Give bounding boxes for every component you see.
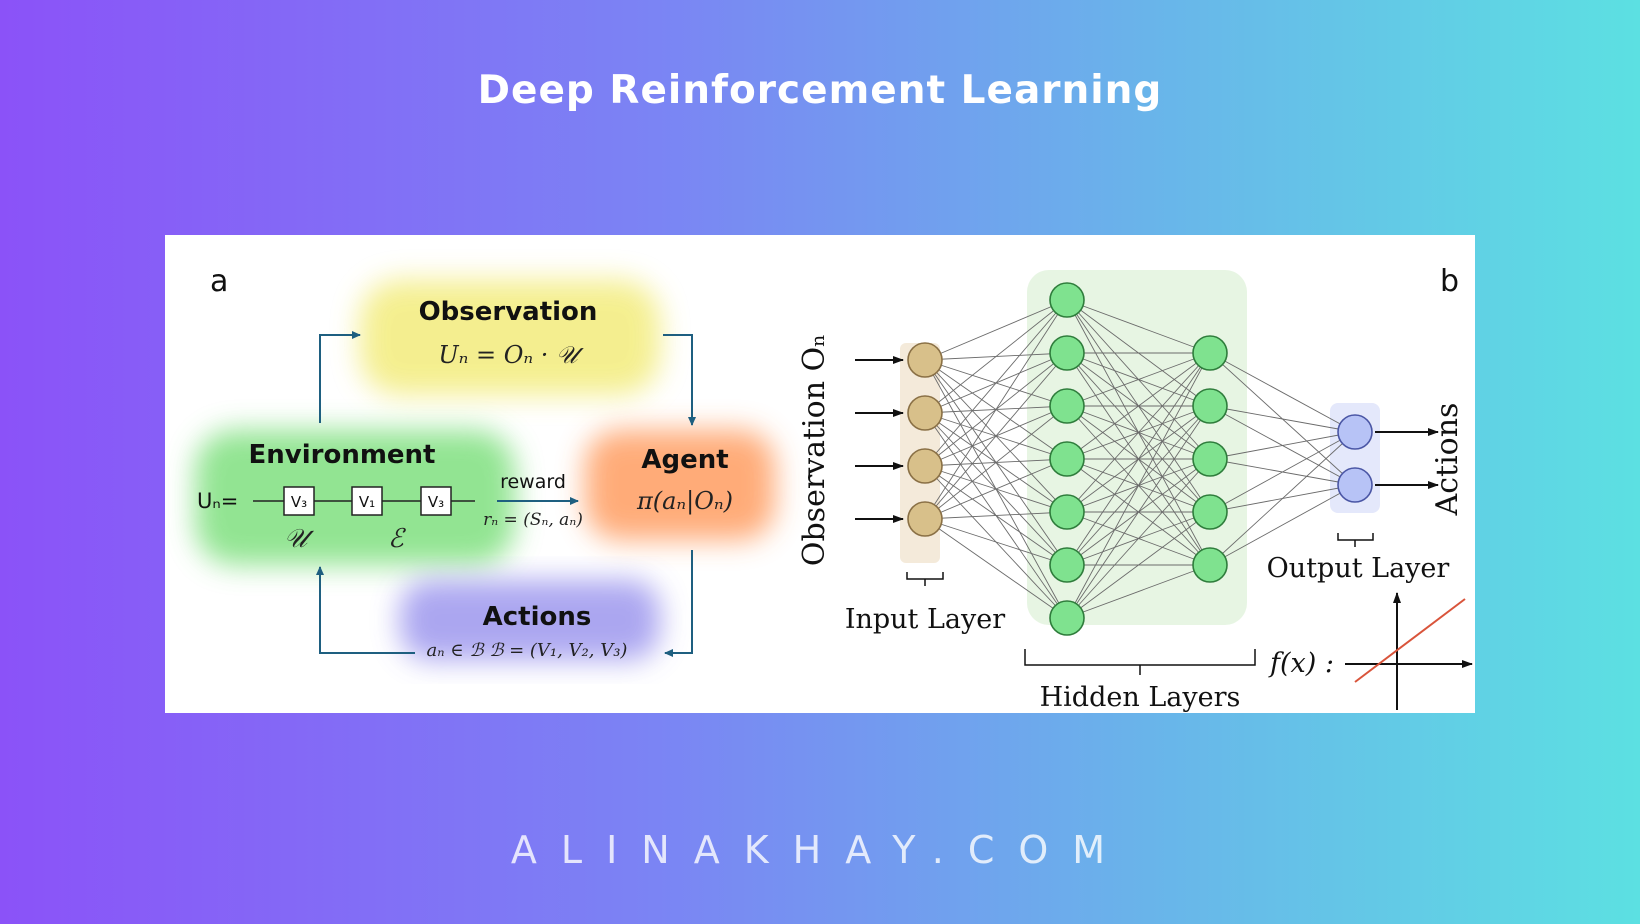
page-title: Deep Reinforcement Learning <box>477 68 1163 113</box>
actions-glow <box>400 580 660 660</box>
quantum-circuit: V₃ V₁ V₃ <box>253 486 475 516</box>
gate-3: V₃ <box>420 486 452 516</box>
actions-formula: aₙ ∈ ℬ ℬ = (V₁, V₂, V₃) <box>427 640 628 661</box>
network-edge <box>1209 405 1356 433</box>
network-edge <box>1209 431 1356 566</box>
network-edges <box>924 299 1356 619</box>
hidden2-node-4 <box>1192 494 1228 530</box>
hidden2-node-1 <box>1192 335 1228 371</box>
agent-title: Agent <box>641 445 728 475</box>
network-edge <box>924 299 1068 520</box>
observation-formula: Uₙ = Oₙ · 𝒰 <box>438 341 584 369</box>
panel-b: b Observation Oₙ Actions Input Layer Hid… <box>797 264 1473 713</box>
panel-a: a Observation Uₙ = Oₙ · 𝒰 Environment Uₙ… <box>195 264 775 661</box>
network-edge <box>924 511 1068 520</box>
network-edge <box>1066 299 1211 354</box>
output-layer-label: Output Layer <box>1267 553 1450 584</box>
network-edge <box>1209 431 1356 513</box>
network-edge <box>924 458 1068 520</box>
network-nodes <box>907 282 1373 636</box>
hidden1-node-3 <box>1049 388 1085 424</box>
input-node-4 <box>907 501 943 537</box>
input-layer-label: Input Layer <box>845 604 1005 635</box>
output-layer-bracket <box>1337 533 1374 547</box>
reward-label: reward <box>500 471 566 493</box>
network-edge <box>924 352 1068 520</box>
gate-2: V₁ <box>351 486 383 516</box>
network-edge <box>1066 352 1211 513</box>
network-edge <box>1209 484 1356 566</box>
panel-a-label: a <box>210 264 228 299</box>
reward-formula: rₙ = (Sₙ, aₙ) <box>483 510 583 530</box>
network-edge <box>1066 352 1211 566</box>
activation-label: f(x) : <box>1268 648 1334 679</box>
agent-formula: π(aₙ|Oₙ) <box>636 487 733 516</box>
network-edge <box>1066 352 1211 407</box>
gate-2-label: V₁ <box>359 493 375 511</box>
hidden1-node-5 <box>1049 494 1085 530</box>
network-edge <box>1209 352 1356 433</box>
actions-to-env-arrow <box>316 566 415 654</box>
hidden1-node-2 <box>1049 335 1085 371</box>
hidden2-node-2 <box>1192 388 1228 424</box>
network-edge <box>1066 564 1211 619</box>
observation-title: Observation <box>419 297 598 327</box>
network-edge <box>924 405 1068 520</box>
symbol-e: ℰ <box>388 524 406 554</box>
figure-svg: a Observation Uₙ = Oₙ · 𝒰 Environment Uₙ… <box>195 264 1473 713</box>
network-io-arrows <box>855 356 1439 523</box>
observation-glow <box>360 280 660 395</box>
network-edge <box>1209 431 1356 460</box>
network-edge <box>1066 352 1211 619</box>
output-node-1 <box>1337 414 1373 450</box>
hidden2-node-3 <box>1192 441 1228 477</box>
output-node-2 <box>1337 467 1373 503</box>
network-edge <box>1066 352 1211 460</box>
network-edge <box>924 518 1068 619</box>
gate-1-label: V₃ <box>291 493 307 511</box>
network-edge <box>1066 458 1211 619</box>
panel-b-label: b <box>1440 264 1459 299</box>
input-layer-bracket <box>906 572 944 586</box>
network-edge <box>924 299 1068 467</box>
environment-title: Environment <box>249 440 436 470</box>
hidden1-node-4 <box>1049 441 1085 477</box>
input-node-3 <box>907 448 943 484</box>
gate-3-label: V₃ <box>428 493 444 511</box>
relu-curve <box>1354 598 1466 683</box>
observation-input-label: Observation Oₙ <box>797 334 832 566</box>
hidden1-node-7 <box>1049 600 1085 636</box>
network-edge <box>924 299 1068 361</box>
input-node-2 <box>907 395 943 431</box>
env-to-observation-arrow <box>319 331 361 423</box>
relu-plot <box>1345 592 1473 710</box>
observation-to-agent-arrow <box>663 334 696 426</box>
hidden2-node-5 <box>1192 547 1228 583</box>
hidden1-node-1 <box>1049 282 1085 318</box>
network-edge <box>1066 511 1211 619</box>
environment-state-prefix: Uₙ= <box>197 489 238 513</box>
actions-output-label: Actions <box>1430 403 1465 517</box>
agent-to-actions-arrow <box>664 550 693 657</box>
network-edge <box>924 299 1068 414</box>
network-edge <box>1066 405 1211 619</box>
hidden-layers-bracket <box>1024 649 1256 675</box>
hidden1-node-6 <box>1049 547 1085 583</box>
hidden-layers-label: Hidden Layers <box>1040 682 1241 713</box>
gate-1: V₃ <box>283 486 315 516</box>
input-node-1 <box>907 342 943 378</box>
footer-domain: ALINAKHAY.COM <box>510 828 1130 872</box>
actions-title: Actions <box>483 602 592 632</box>
figure-panel: a Observation Uₙ = Oₙ · 𝒰 Environment Uₙ… <box>165 235 1475 713</box>
agent-glow <box>585 430 775 540</box>
network-edge <box>924 518 1068 566</box>
